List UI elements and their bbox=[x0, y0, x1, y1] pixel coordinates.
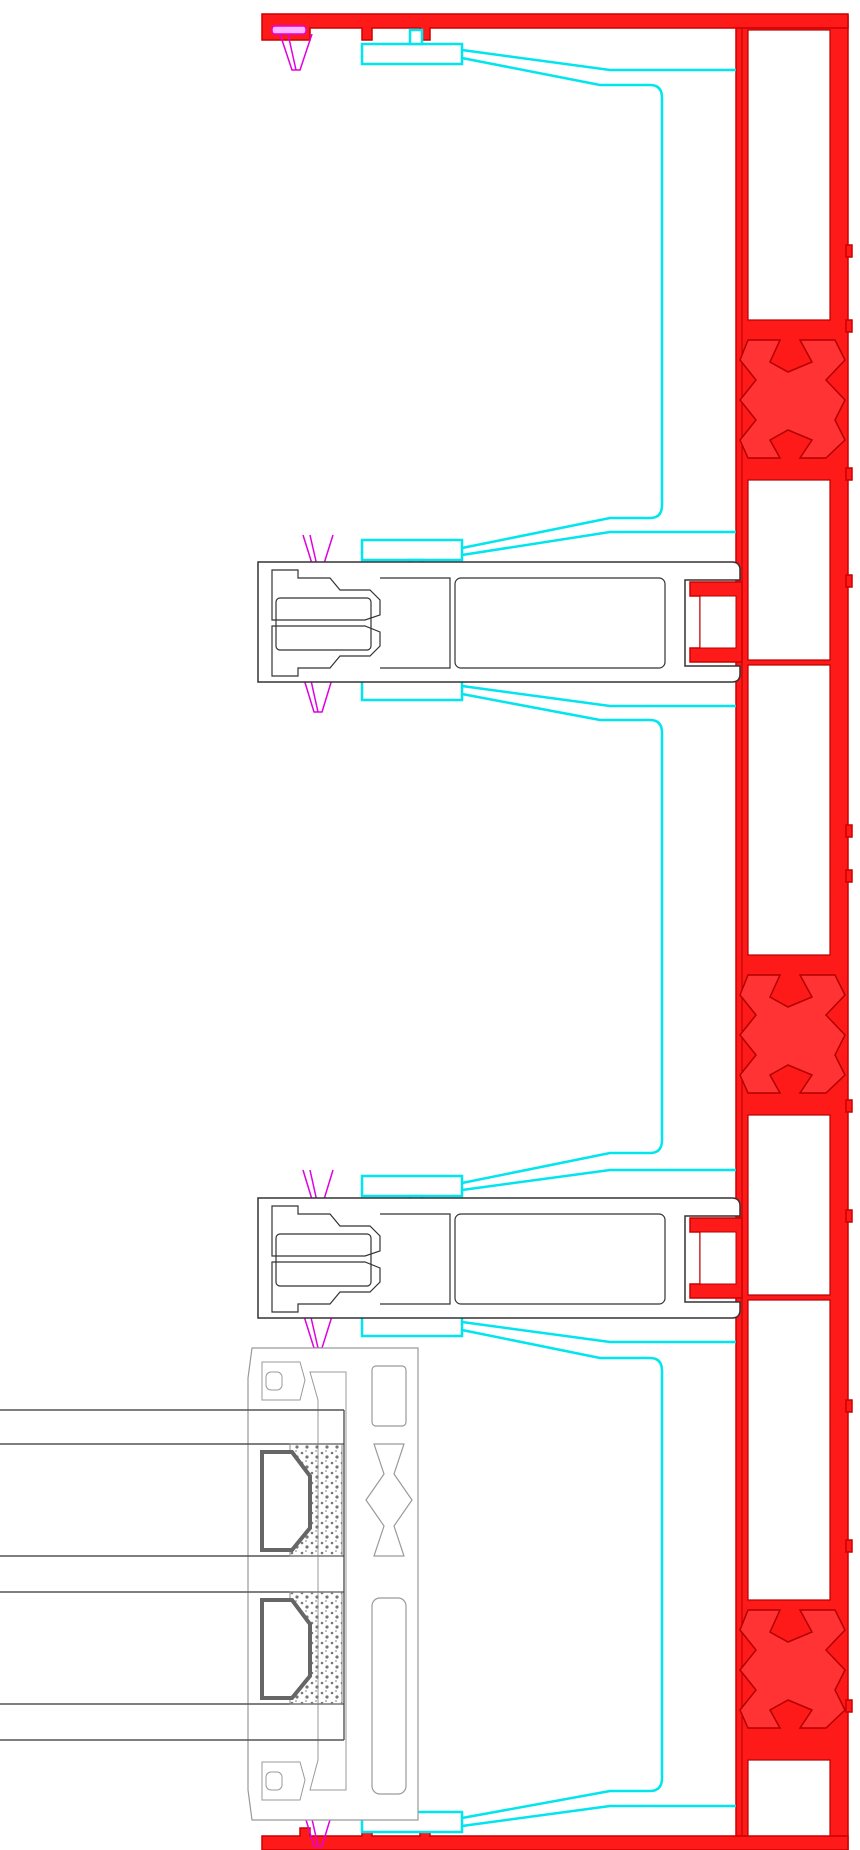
adapter-profile bbox=[257, 561, 741, 1319]
mullion-frame bbox=[261, 13, 853, 1850]
pressure-plate bbox=[360, 28, 736, 1834]
thermal-break bbox=[739, 339, 846, 1729]
sash-profile bbox=[247, 1347, 419, 1821]
glazing-unit bbox=[0, 1409, 345, 1741]
